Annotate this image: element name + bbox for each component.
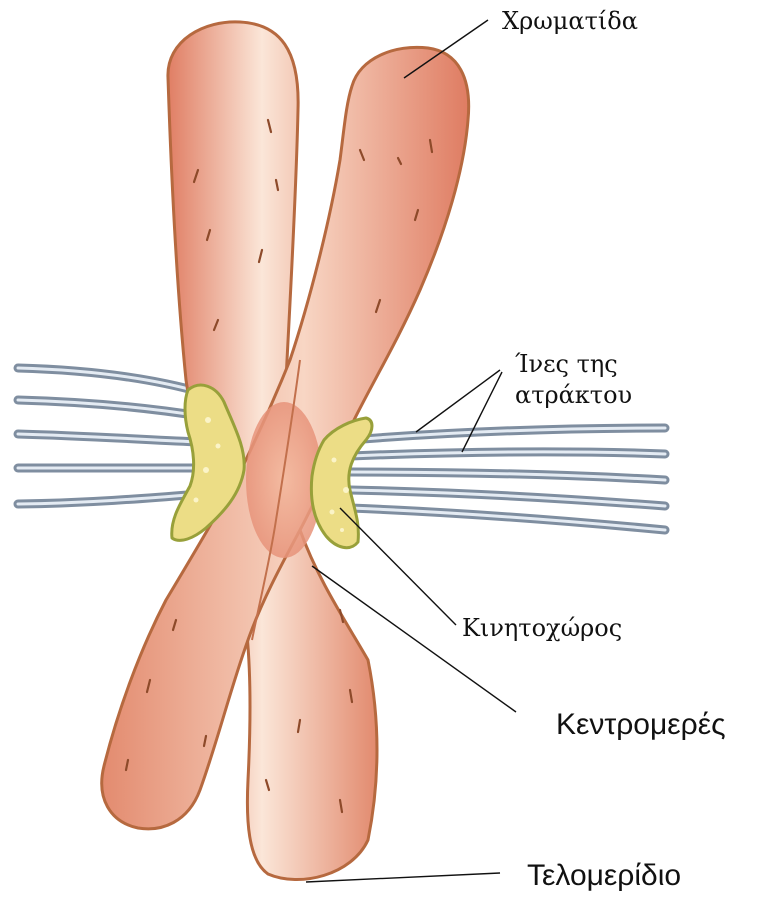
spindle-fiber xyxy=(350,428,665,440)
spindle-fiber xyxy=(350,472,665,480)
spindle-fiber xyxy=(350,490,665,506)
spindle-fiber xyxy=(18,434,200,442)
spindle-fibers-label-line2: ατράκτου xyxy=(515,381,632,409)
spindle-fiber xyxy=(18,368,200,392)
spindle-fiber xyxy=(350,452,665,456)
spindle-fiber xyxy=(350,508,665,530)
telomere-leader xyxy=(306,873,500,882)
spindle-fiber xyxy=(18,400,200,416)
telomere-label: Τελομερίδιο xyxy=(527,859,681,892)
spindle-fibers-right xyxy=(350,428,665,530)
chromatid-label: Χρωματίδα xyxy=(502,7,638,35)
centromere-label: Κεντρομερές xyxy=(556,708,726,741)
spindle-fiber xyxy=(18,494,200,504)
kinetochore-leader xyxy=(340,508,456,625)
kinetochore-label: Κινητοχώρος xyxy=(462,614,622,642)
spindle-fibers-left xyxy=(18,368,200,504)
spindle-fibers-label-line1: Ίνες της xyxy=(515,350,618,378)
